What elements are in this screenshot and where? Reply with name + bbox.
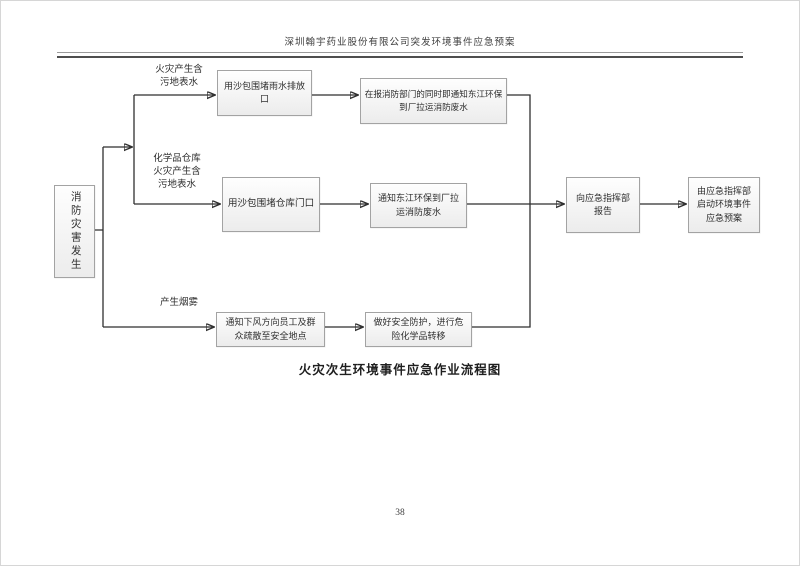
- flow-node-notify-fire-dept-and-dongjiang: 在报消防部门的同时即通知东江环保 到厂拉运消防废水: [360, 78, 507, 124]
- figure-caption: 火灾次生环境事件应急作业流程图: [298, 363, 502, 377]
- flow-node-block-warehouse-gate: 用沙包围堵仓库门口: [222, 177, 320, 232]
- branch-label-smoke: 产生烟雾: [159, 298, 198, 308]
- flow-node-notify-dongjiang-transport: 通知东江环保到厂拉 运消防废水: [370, 183, 467, 228]
- header-rule-thin: [57, 52, 743, 53]
- flow-node-block-rain-outlet: 用沙包围堵雨水排放 口: [217, 70, 312, 116]
- flow-node-report-to-command: 向应急指挥部 报告: [566, 177, 640, 233]
- header-rule-thick: [57, 56, 743, 58]
- branch-label-contaminated-water: 火灾产生含 污地表水: [155, 65, 203, 88]
- branch-label-warehouse-fire-water: 化学品仓库 火灾产生含 污地表水: [153, 154, 201, 190]
- document-header-title: 深圳翰宇药业股份有限公司突发环境事件应急预案: [284, 38, 516, 48]
- flow-node-fire-disaster-start: 消防灾害发生: [54, 185, 95, 278]
- flow-node-evacuate-downwind: 通知下风方向员工及群 众疏散至安全地点: [216, 312, 325, 347]
- page-number: 38: [395, 508, 405, 518]
- flow-node-transfer-chemicals: 做好安全防护，进行危 险化学品转移: [365, 312, 472, 347]
- flow-node-activate-plan: 由应急指挥部 启动环境事件 应急预案: [688, 177, 760, 233]
- connector-collector: [470, 94, 531, 328]
